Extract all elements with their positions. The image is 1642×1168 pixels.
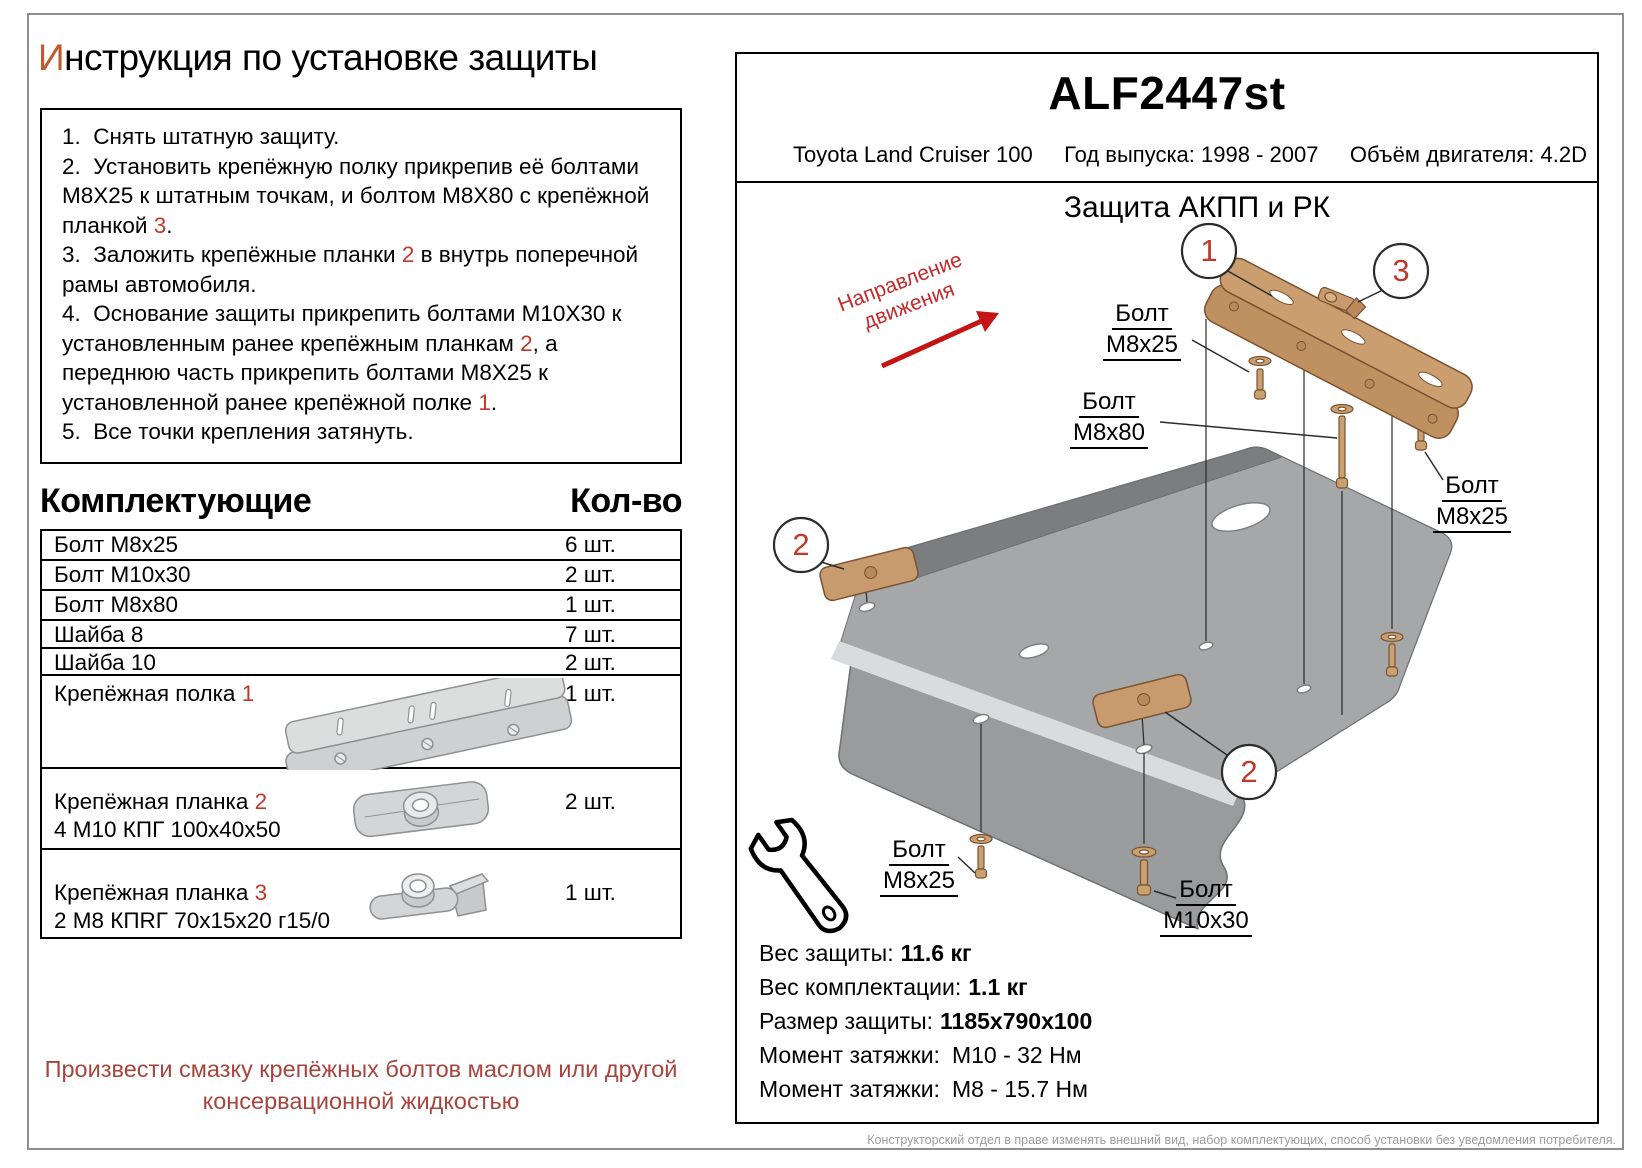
part-qty: 2 шт. — [565, 650, 616, 675]
part-name: Крепёжная планка 3 — [54, 880, 268, 905]
clip-part-image — [369, 872, 490, 920]
parts-row: Крепёжная планка 2 4 М10 КПГ 100х40х50 2 ш… — [42, 769, 680, 850]
plate-part-image — [352, 781, 490, 838]
instruction-step: 4. Основание защиты прикрепить болтами М… — [62, 301, 628, 415]
bolt-label-m10x30: Болт М10х30 — [1146, 875, 1266, 937]
spec-torque-m10: Момент затяжки:М10 - 32 Нм — [759, 1042, 1082, 1068]
mounting-shelf — [1203, 257, 1473, 439]
part-name: Болт М8х25 — [54, 532, 179, 557]
parts-row: Шайба 8 7 шт. — [42, 621, 680, 649]
part-qty: 2 шт. — [565, 789, 616, 814]
product-subtitle: Toyota Land Cruiser 100 Год выпуска: 199… — [737, 142, 1597, 168]
leader-lines — [820, 269, 1444, 899]
bolts — [969, 355, 1433, 896]
production-years: Год выпуска: 1998 - 2007 — [1064, 142, 1319, 167]
part-qty: 1 шт. — [565, 880, 616, 905]
instruction-step: 3. Заложить крепёжные планки 2 в внутрь … — [62, 242, 645, 297]
part-spec: 2 М8 КПRГ 70х15х20 г15/0 — [54, 908, 331, 933]
part-name: Болт М10х30 — [54, 562, 191, 587]
title-initial: И — [38, 37, 65, 78]
part-spec: 4 М10 КПГ 100х40х50 — [54, 817, 281, 842]
lubrication-note: Произвести смазку крепёжных болтов масло… — [44, 1056, 678, 1114]
spec-weight: Вес защиты:11.6 кг — [759, 940, 972, 966]
installation-steps-box: 1. Снять штатную защиту. 2. Установить кр… — [40, 108, 682, 464]
wrench-icon — [748, 817, 849, 934]
instruction-step: 2. Установить крепёжную полку прикрепив … — [62, 153, 656, 238]
specs-block: Вес защиты:11.6 кг Вес комплектации:1.1 … — [759, 936, 1092, 1106]
parts-row: Болт М10х30 2 шт. — [42, 561, 680, 591]
part-name: Крепёжная полка 1 — [54, 681, 255, 706]
panel-divider — [737, 181, 1597, 183]
sheet-frame: Инструкция по установке защиты 1. Снять … — [27, 13, 1624, 1150]
product-code: ALF2447st — [1048, 67, 1286, 119]
callout-3: 3 — [1392, 253, 1410, 288]
callout-2-left: 2 — [792, 527, 810, 562]
callout-1: 1 — [1200, 233, 1218, 268]
instruction-step: 1. Снять штатную защиту. — [62, 124, 340, 149]
parts-row: Крепёжная планка 3 2 М8 КПRГ 70х15х20 г15… — [42, 850, 680, 939]
parts-header-label: Комплектующие — [40, 482, 312, 520]
bolt-label-m8x25-top: Болт М8х25 — [1082, 299, 1202, 361]
part-qty: 1 шт. — [565, 681, 616, 706]
mounting-plate-right — [1092, 673, 1192, 729]
parts-row: Шайба 10 2 шт. — [42, 649, 680, 676]
product-panel: ALF2447st Toyota Land Cruiser 100 Год вы… — [735, 52, 1599, 1124]
direction-arrow — [880, 311, 999, 369]
bolt-label-m8x80: Болт М8х80 — [1049, 387, 1169, 449]
callout-2-bottom: 2 — [1240, 754, 1258, 789]
bolt-label-m8x25-right: Болт М8х25 — [1412, 471, 1532, 533]
parts-row: Болт М8х25 6 шт. — [42, 531, 680, 561]
spec-kit-weight: Вес комплектации:1.1 кг — [759, 974, 1028, 1000]
parts-qty-header-label: Кол-во — [570, 482, 682, 520]
part-name: Болт М8х80 — [54, 592, 179, 617]
engine-volume: Объём двигателя: 4.2D — [1349, 142, 1587, 167]
spec-size: Размер защиты:1185х790х100 — [759, 1008, 1093, 1034]
part-qty: 1 шт. — [565, 592, 616, 617]
spec-torque-m8: Момент затяжки:М8 - 15.7 Нм — [759, 1076, 1088, 1102]
assembly-diagram: Защита АКПП и РК Направление движения 1 … — [737, 183, 1597, 938]
instruction-step: 5. Все точки крепления затянуть. — [62, 419, 414, 444]
clip-part — [1317, 286, 1367, 320]
parts-table: Болт М8х25 6 шт. Болт М10х30 2 шт. Болт М8х8… — [40, 529, 682, 939]
part-qty: 6 шт. — [565, 532, 616, 557]
part-name: Шайба 8 — [54, 622, 144, 647]
part-name: Шайба 10 — [54, 650, 156, 675]
legal-footer: Конструкторский отдел в праве изменять в… — [867, 1133, 1616, 1147]
part-name: Крепёжная планка 2 — [54, 789, 268, 814]
parts-header: Комплектующие Кол-во — [40, 482, 682, 521]
part-qty: 7 шт. — [565, 622, 616, 647]
diagram-title: Защита АКПП и РК — [1063, 191, 1331, 224]
diagram-drawing — [748, 222, 1473, 934]
mounting-plate-left — [819, 546, 919, 602]
part-qty: 2 шт. — [565, 562, 616, 587]
parts-row: Крепёжная полка 1 1 шт. — [42, 676, 680, 770]
parts-row: Болт М8х80 1 шт. — [42, 591, 680, 621]
car-model: Toyota Land Cruiser 100 — [793, 142, 1033, 167]
page-title: Инструкция по установке защиты — [38, 37, 598, 79]
title-rest: нструкция по установке защиты — [64, 37, 598, 78]
shelf-part-image — [284, 678, 573, 770]
bolt-label-m8x25-bottom: Болт М8х25 — [859, 835, 979, 897]
callout-circles — [772, 222, 1430, 801]
